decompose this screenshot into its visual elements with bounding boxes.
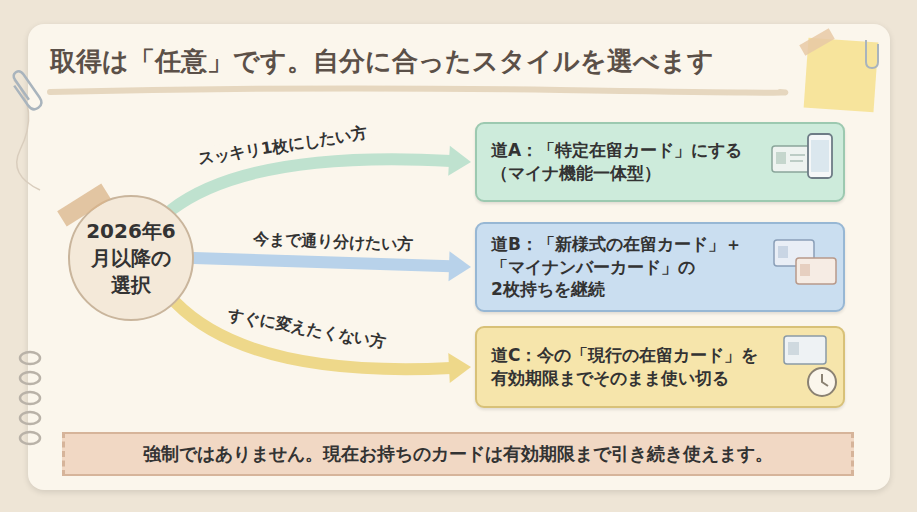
sticky-note [799, 28, 878, 112]
arrow-head [449, 251, 471, 281]
choice-circle: 2026年6 月以降の 選択 [68, 195, 194, 321]
node-text: 強制ではありません。現在お持ちのカードは有効期限まで引き続き使えます。 [143, 442, 773, 466]
arrow-shaft [194, 258, 451, 266]
node-text: 道A：「特定在留カード」にする （マイナ機能一体型） [491, 139, 776, 185]
choice-arrow [176, 303, 471, 384]
arrow-head [448, 146, 471, 176]
node-text: 道B：「新様式の在留カード」＋ 「マイナンバーカード」の 2枚持ちを継続 [491, 233, 776, 302]
note-band: 強制ではありません。現在お持ちのカードは有効期限まで引き続き使えます。 [62, 432, 854, 476]
choice-arrow [194, 251, 471, 281]
node-text: 道C：今の「現行の在留カード」を 有効期限までそのまま使い切る [491, 344, 776, 390]
option-box: 道A：「特定在留カード」にする （マイナ機能一体型） [475, 122, 845, 202]
paperclip [8, 69, 44, 111]
spiral-rings [20, 352, 40, 444]
node-text: 2026年6 月以降の 選択 [85, 218, 177, 299]
title-underline [50, 88, 785, 92]
edge-label: スッキリ1枚にしたい方 [192, 121, 373, 172]
two-cards-icon [774, 240, 836, 284]
title: 取得は「任意」です。自分に合ったスタイルを選べます [50, 44, 714, 79]
card-clock-icon [784, 336, 836, 396]
tape [57, 184, 111, 227]
card-phone-icon [772, 134, 832, 178]
edge-label: 今まで通り分けたい方 [249, 228, 418, 256]
arrow-shaft [176, 303, 451, 370]
option-box: 道B：「新様式の在留カード」＋ 「マイナンバーカード」の 2枚持ちを継続 [475, 222, 845, 312]
edge-label: すぐに変えたくない方 [222, 304, 391, 356]
option-box: 道C：今の「現行の在留カード」を 有効期限までそのまま使い切る [475, 326, 845, 408]
arrow-head [448, 353, 471, 383]
